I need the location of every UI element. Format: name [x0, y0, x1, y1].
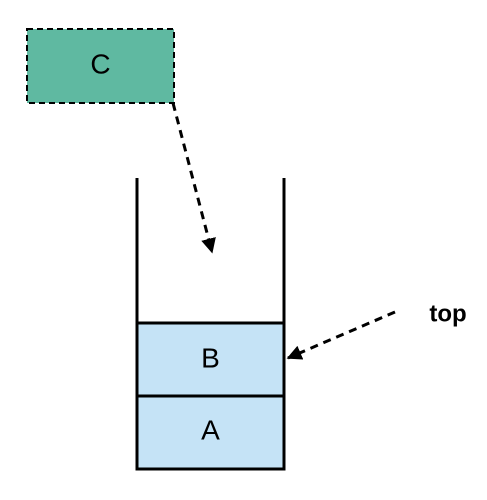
- top-pointer-label: top: [429, 300, 466, 327]
- stack-item-label: A: [201, 414, 220, 445]
- top-pointer-arrow: [286, 310, 396, 360]
- push-arrow: [171, 102, 216, 254]
- incoming-block-label: C: [90, 48, 110, 79]
- stack-item-label: B: [201, 342, 220, 373]
- stack-item-a: A: [135, 394, 286, 471]
- stack-item-b: B: [135, 321, 286, 398]
- incoming-block-c: C: [26, 28, 175, 104]
